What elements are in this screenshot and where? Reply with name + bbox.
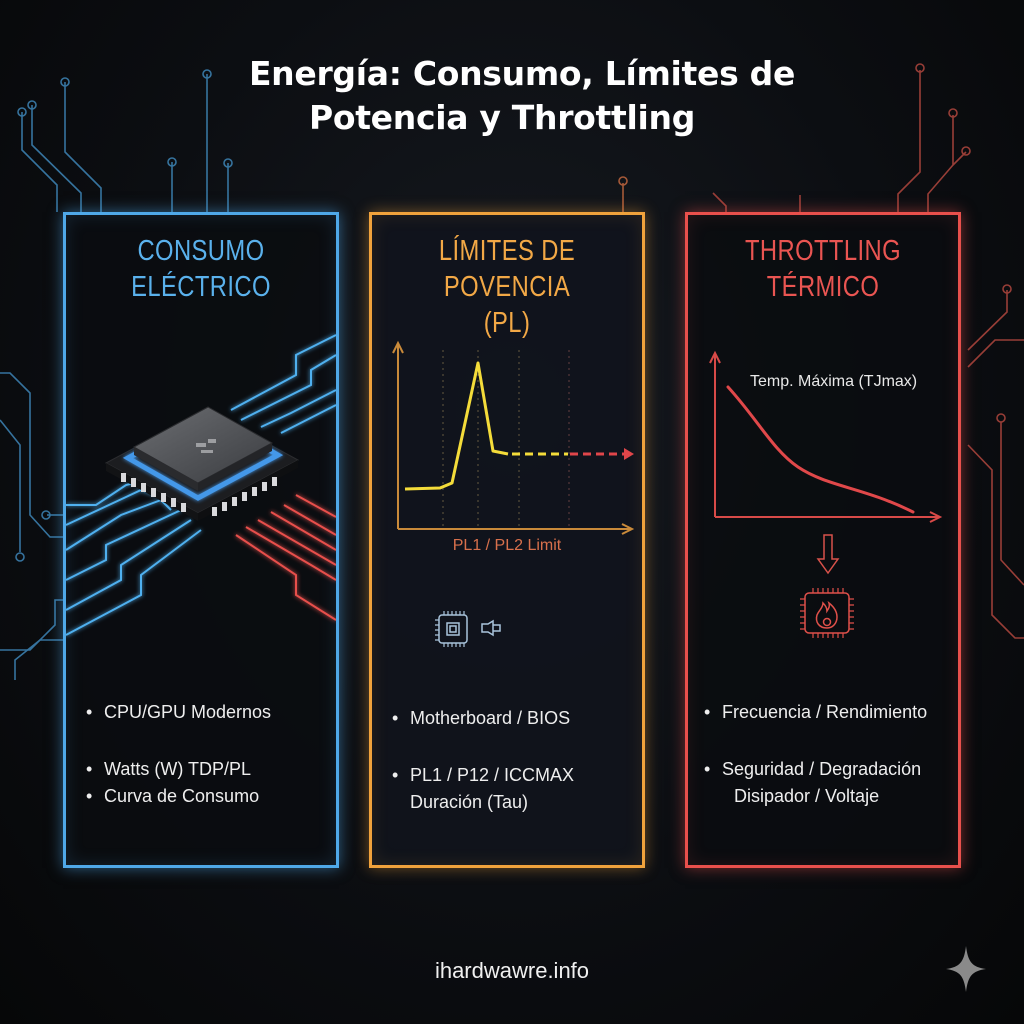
bullet-list: Frecuencia / Rendimiento Seguridad / Deg… — [704, 699, 954, 810]
pl1-pl2-power-chart — [392, 340, 635, 647]
panel-title-line-2: TÉRMICO — [766, 271, 880, 303]
chart-label-tjmax: Temp. Máxima (TJmax) — [750, 373, 918, 390]
panel-consumo-electrico: CONSUMO ELÉCTRICO — [63, 212, 339, 868]
panel-title: LÍMITES DE POVENCIA (PL) — [396, 233, 617, 341]
footer-site-url: ihardwawre.info — [434, 958, 590, 983]
panel-title-line-2: (PL) — [483, 307, 531, 339]
down-arrow-icon — [816, 534, 840, 575]
title-line-1: Energía: Consumo, Límites de — [248, 54, 796, 93]
bullet-item: Motherboard / BIOS — [392, 705, 638, 732]
bullet-item: Frecuencia / Rendimiento — [704, 699, 954, 726]
bullet-item-continued: Duración (Tau) — [410, 792, 529, 812]
title-line-2: Potencia y Throttling — [308, 98, 696, 137]
panel-title-line-2: ELÉCTRICO — [131, 271, 271, 303]
bullet-item: Curva de Consumo — [86, 783, 332, 810]
bullet-list: CPU/GPU Modernos Watts (W) TDP/PL Curva … — [86, 699, 332, 810]
panel-title-line-1: THROTTLING — [744, 235, 902, 267]
bullet-item: Watts (W) TDP/PL — [86, 756, 332, 783]
sparkle-icon — [946, 946, 986, 992]
panel-title: THROTTLING TÉRMICO — [712, 233, 933, 305]
cpu-flame-icon — [800, 588, 854, 638]
panel-throttling-termico: THROTTLING TÉRMICO Temp. Máxima (T — [685, 212, 961, 868]
chart-label-pl-limit: PL1 / PL2 Limit — [452, 537, 562, 554]
panel-title-line-1: LÍMITES DE POVENCIA — [438, 235, 576, 303]
page-title: Energía: Consumo, Límites de Potencia y … — [0, 52, 1024, 140]
bullet-item: PL1 / P12 / ICCMAX — [392, 762, 638, 789]
cpu-power-plug-icon — [435, 611, 501, 647]
bullet-item: CPU/GPU Modernos — [86, 699, 332, 726]
panel-title-line-1: CONSUMO — [137, 235, 265, 267]
panel-limites-de-potencia: LÍMITES DE POVENCIA (PL) — [369, 212, 645, 868]
bullet-item: Seguridad / Degradación — [704, 756, 954, 783]
bullet-list: Motherboard / BIOS PL1 / P12 / ICCMAX Du… — [392, 705, 638, 816]
panel-title: CONSUMO ELÉCTRICO — [90, 233, 311, 305]
temperature-decline-chart — [709, 350, 943, 638]
bullet-item-continued: Disipador / Voltaje — [734, 786, 880, 806]
cpu-chip-illustration — [66, 334, 336, 636]
